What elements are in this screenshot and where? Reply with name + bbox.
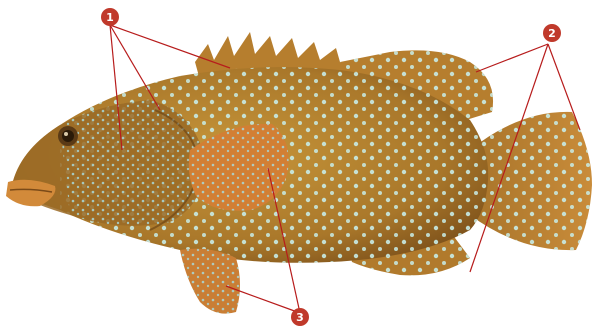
callout-label-2: 2 <box>548 27 556 40</box>
callout-marker-2: 2 <box>543 24 561 42</box>
leader-1c <box>110 25 230 68</box>
callout-marker-1: 1 <box>101 8 119 26</box>
callout-label-1: 1 <box>106 11 114 24</box>
callout-label-3: 3 <box>296 311 304 324</box>
leader-2a <box>476 44 548 72</box>
callout-marker-3: 3 <box>291 308 309 326</box>
